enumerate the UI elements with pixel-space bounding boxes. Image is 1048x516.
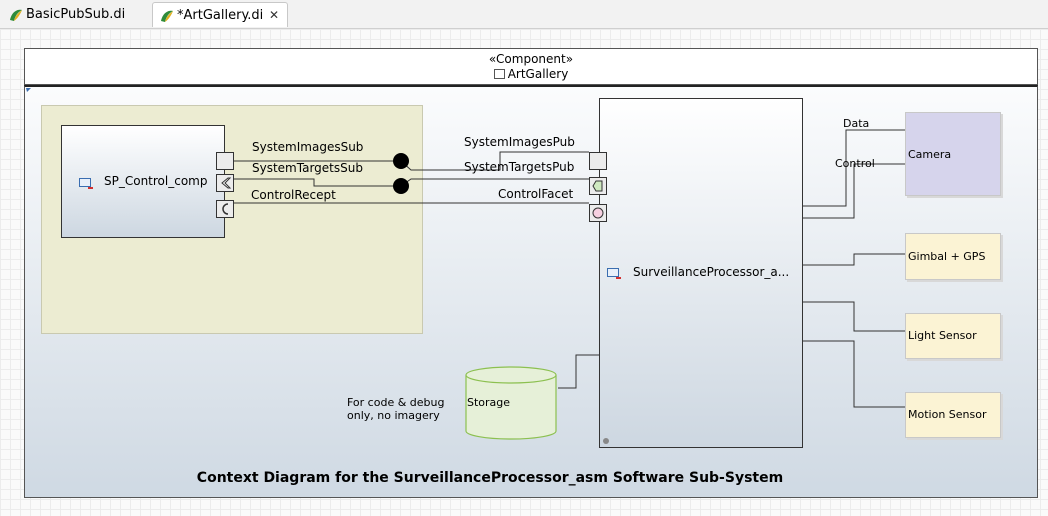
- tab-basicpubsub[interactable]: BasicPubSub.di: [2, 2, 148, 27]
- tab-label: *ArtGallery.di: [177, 8, 264, 23]
- tab-artgallery[interactable]: *ArtGallery.di ✕: [152, 2, 288, 27]
- storage-label: Storage: [467, 396, 511, 409]
- resize-handle-icon: [603, 438, 609, 444]
- port-system-targets-sub[interactable]: [216, 174, 234, 192]
- port-control-recept[interactable]: [216, 200, 234, 218]
- storage-note: For code & debug only, no imagery: [347, 396, 444, 422]
- connector-storage: [558, 354, 599, 389]
- connector-motion: [803, 340, 905, 408]
- label-system-targets-sub: SystemTargetsSub: [252, 161, 363, 175]
- tab-label: BasicPubSub.di: [26, 7, 126, 22]
- label-control: Control: [835, 157, 875, 170]
- diagram-caption: Context Diagram for the SurveillanceProc…: [196, 470, 784, 486]
- port-socket-icon: [222, 203, 229, 215]
- camera-label: Camera: [908, 148, 952, 161]
- connector-images: [234, 151, 589, 171]
- port-system-images-pub[interactable]: [589, 152, 607, 170]
- port-required-icon: [221, 177, 232, 189]
- connector-light: [803, 301, 905, 332]
- papyrus-icon: [161, 10, 173, 22]
- part-icon: [79, 178, 93, 189]
- surveillance-processor-part[interactable]: [599, 98, 803, 448]
- label-system-images-pub: SystemImagesPub: [464, 135, 575, 149]
- storage-cylinder: [465, 366, 557, 440]
- camera-device[interactable]: Camera: [905, 112, 1001, 196]
- port-provided-icon: [592, 180, 603, 192]
- motion-sensor-device[interactable]: Motion Sensor: [905, 392, 1001, 438]
- component-name: ArtGallery: [507, 67, 569, 81]
- label-control-facet: ControlFacet: [498, 187, 574, 201]
- motion-sensor-label: Motion Sensor: [908, 408, 987, 421]
- label-system-images-sub: SystemImagesSub: [252, 140, 364, 154]
- papyrus-icon: [10, 9, 22, 21]
- storage-note-line1: For code & debug: [347, 396, 445, 409]
- part-icon: [607, 268, 621, 279]
- port-lollipop-icon: [592, 207, 604, 219]
- component-stereotype: «Component»: [488, 52, 574, 66]
- sp-control-name: SP_Control_comp: [104, 174, 208, 188]
- required-interface-dot: [393, 153, 409, 169]
- light-sensor-label: Light Sensor: [908, 329, 977, 342]
- gimbal-gps-label: Gimbal + GPS: [908, 250, 986, 263]
- component-header[interactable]: «Component» ArtGallery: [24, 48, 1038, 85]
- port-system-targets-pub[interactable]: [589, 177, 607, 195]
- label-data: Data: [843, 117, 870, 130]
- label-control-recept: ControlRecept: [251, 188, 336, 202]
- connector-camera-control: [803, 163, 905, 219]
- component-icon: [493, 69, 505, 79]
- connector-camera-data: [803, 129, 905, 207]
- surveillance-processor-name: SurveillanceProcessor_a...: [633, 265, 790, 279]
- port-system-images-sub[interactable]: [216, 152, 234, 170]
- collapse-marker-icon: [26, 88, 31, 92]
- port-control-facet[interactable]: [589, 204, 607, 222]
- storage-note-line2: only, no imagery: [347, 409, 440, 422]
- close-icon[interactable]: ✕: [269, 8, 280, 22]
- light-sensor-device[interactable]: Light Sensor: [905, 313, 1001, 359]
- connector-gimbal: [803, 253, 905, 266]
- connector-targets: [234, 178, 589, 187]
- label-system-targets-pub: SystemTargetsPub: [464, 160, 575, 174]
- required-interface-dot: [393, 178, 409, 194]
- gimbal-gps-device[interactable]: Gimbal + GPS: [905, 233, 1001, 280]
- editor-tab-bar: BasicPubSub.di *ArtGallery.di ✕: [0, 0, 1048, 29]
